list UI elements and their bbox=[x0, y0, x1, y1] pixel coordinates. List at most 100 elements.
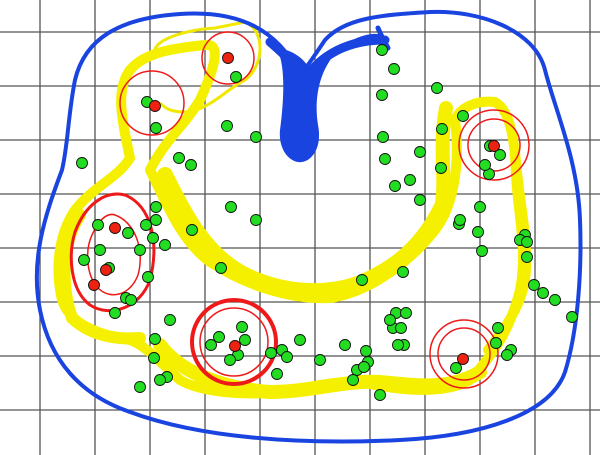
green-marker bbox=[142, 271, 154, 283]
red-marker bbox=[229, 340, 241, 352]
green-marker bbox=[159, 239, 171, 251]
green-marker bbox=[150, 214, 162, 226]
green-marker bbox=[472, 226, 484, 238]
green-marker bbox=[250, 131, 262, 143]
cluster-ring-bottom-right bbox=[429, 319, 499, 389]
green-marker bbox=[76, 157, 88, 169]
green-marker bbox=[435, 162, 447, 174]
green-marker bbox=[549, 294, 561, 306]
red-marker bbox=[488, 140, 500, 152]
green-marker bbox=[384, 314, 396, 326]
green-marker bbox=[92, 219, 104, 231]
cluster-ring-bottom-left-inner bbox=[199, 307, 269, 377]
green-marker bbox=[265, 347, 277, 359]
green-marker bbox=[109, 307, 121, 319]
green-marker bbox=[476, 245, 488, 257]
green-marker bbox=[521, 251, 533, 263]
green-marker bbox=[94, 244, 106, 256]
green-marker bbox=[360, 345, 372, 357]
green-marker bbox=[528, 279, 540, 291]
green-marker bbox=[431, 82, 443, 94]
green-marker bbox=[376, 89, 388, 101]
green-markers bbox=[76, 44, 578, 401]
green-marker bbox=[225, 201, 237, 213]
green-marker bbox=[389, 180, 401, 192]
cluster-ring-bottom-left-outer bbox=[190, 298, 278, 386]
green-marker bbox=[397, 266, 409, 278]
green-marker bbox=[148, 352, 160, 364]
green-marker bbox=[281, 351, 293, 363]
red-marker bbox=[457, 353, 469, 365]
yellow-band-left-thick bbox=[58, 209, 146, 345]
green-marker bbox=[414, 194, 426, 206]
green-marker bbox=[377, 131, 389, 143]
green-marker bbox=[78, 254, 90, 266]
green-marker bbox=[215, 262, 227, 274]
green-marker bbox=[356, 274, 368, 286]
green-marker bbox=[474, 201, 486, 213]
green-marker bbox=[501, 349, 513, 361]
green-marker bbox=[490, 337, 502, 349]
green-marker bbox=[239, 334, 251, 346]
green-marker bbox=[537, 287, 549, 299]
red-marker bbox=[109, 222, 121, 234]
blue-indent-top-edge bbox=[265, 35, 390, 90]
green-marker bbox=[392, 339, 404, 351]
green-marker bbox=[494, 149, 506, 161]
green-marker bbox=[388, 63, 400, 75]
green-marker bbox=[479, 159, 491, 171]
yellow-outline bbox=[153, 20, 262, 114]
green-marker bbox=[224, 354, 236, 366]
cluster-ring-upper-left bbox=[119, 70, 185, 136]
green-marker bbox=[186, 224, 198, 236]
yellow-band-bottom-thick bbox=[153, 338, 487, 400]
green-marker bbox=[436, 123, 448, 135]
red-marker bbox=[222, 52, 234, 64]
green-marker bbox=[271, 368, 283, 380]
green-marker bbox=[358, 361, 370, 373]
green-marker bbox=[147, 232, 159, 244]
green-marker bbox=[376, 44, 388, 56]
green-marker bbox=[294, 334, 306, 346]
green-marker bbox=[450, 362, 462, 374]
blue-dot-tail bbox=[375, 25, 391, 51]
green-marker bbox=[134, 381, 146, 393]
green-marker bbox=[400, 307, 412, 319]
green-marker bbox=[492, 322, 504, 334]
green-marker bbox=[173, 152, 185, 164]
green-marker bbox=[122, 227, 134, 239]
green-marker bbox=[134, 244, 146, 256]
green-marker bbox=[164, 314, 176, 326]
green-marker bbox=[395, 322, 407, 334]
blue-indent-lobe bbox=[276, 33, 385, 163]
green-marker bbox=[150, 122, 162, 134]
green-marker bbox=[125, 294, 137, 306]
green-marker bbox=[154, 374, 166, 386]
green-marker bbox=[379, 153, 391, 165]
red-marker bbox=[149, 100, 161, 112]
green-marker bbox=[347, 374, 359, 386]
green-marker bbox=[185, 159, 197, 171]
green-marker bbox=[250, 214, 262, 226]
red-markers bbox=[88, 52, 500, 365]
red-marker bbox=[100, 264, 112, 276]
green-marker bbox=[205, 339, 217, 351]
cluster-ring-right-outer bbox=[458, 109, 530, 181]
green-marker bbox=[314, 354, 326, 366]
outer-boundary-line bbox=[34, 9, 583, 444]
green-marker bbox=[566, 311, 578, 323]
green-marker bbox=[149, 333, 161, 345]
yellow-band-main bbox=[53, 39, 529, 399]
green-marker bbox=[236, 321, 248, 333]
green-marker bbox=[213, 331, 225, 343]
green-marker bbox=[150, 201, 162, 213]
green-marker bbox=[414, 146, 426, 158]
red-marker bbox=[88, 279, 100, 291]
outer-blue-boundary bbox=[34, 9, 583, 444]
green-marker bbox=[521, 236, 533, 248]
cluster-ring-bottom-right-inner bbox=[437, 327, 491, 381]
green-marker bbox=[339, 339, 351, 351]
cluster-ring-top bbox=[201, 31, 255, 85]
green-marker bbox=[404, 174, 416, 186]
